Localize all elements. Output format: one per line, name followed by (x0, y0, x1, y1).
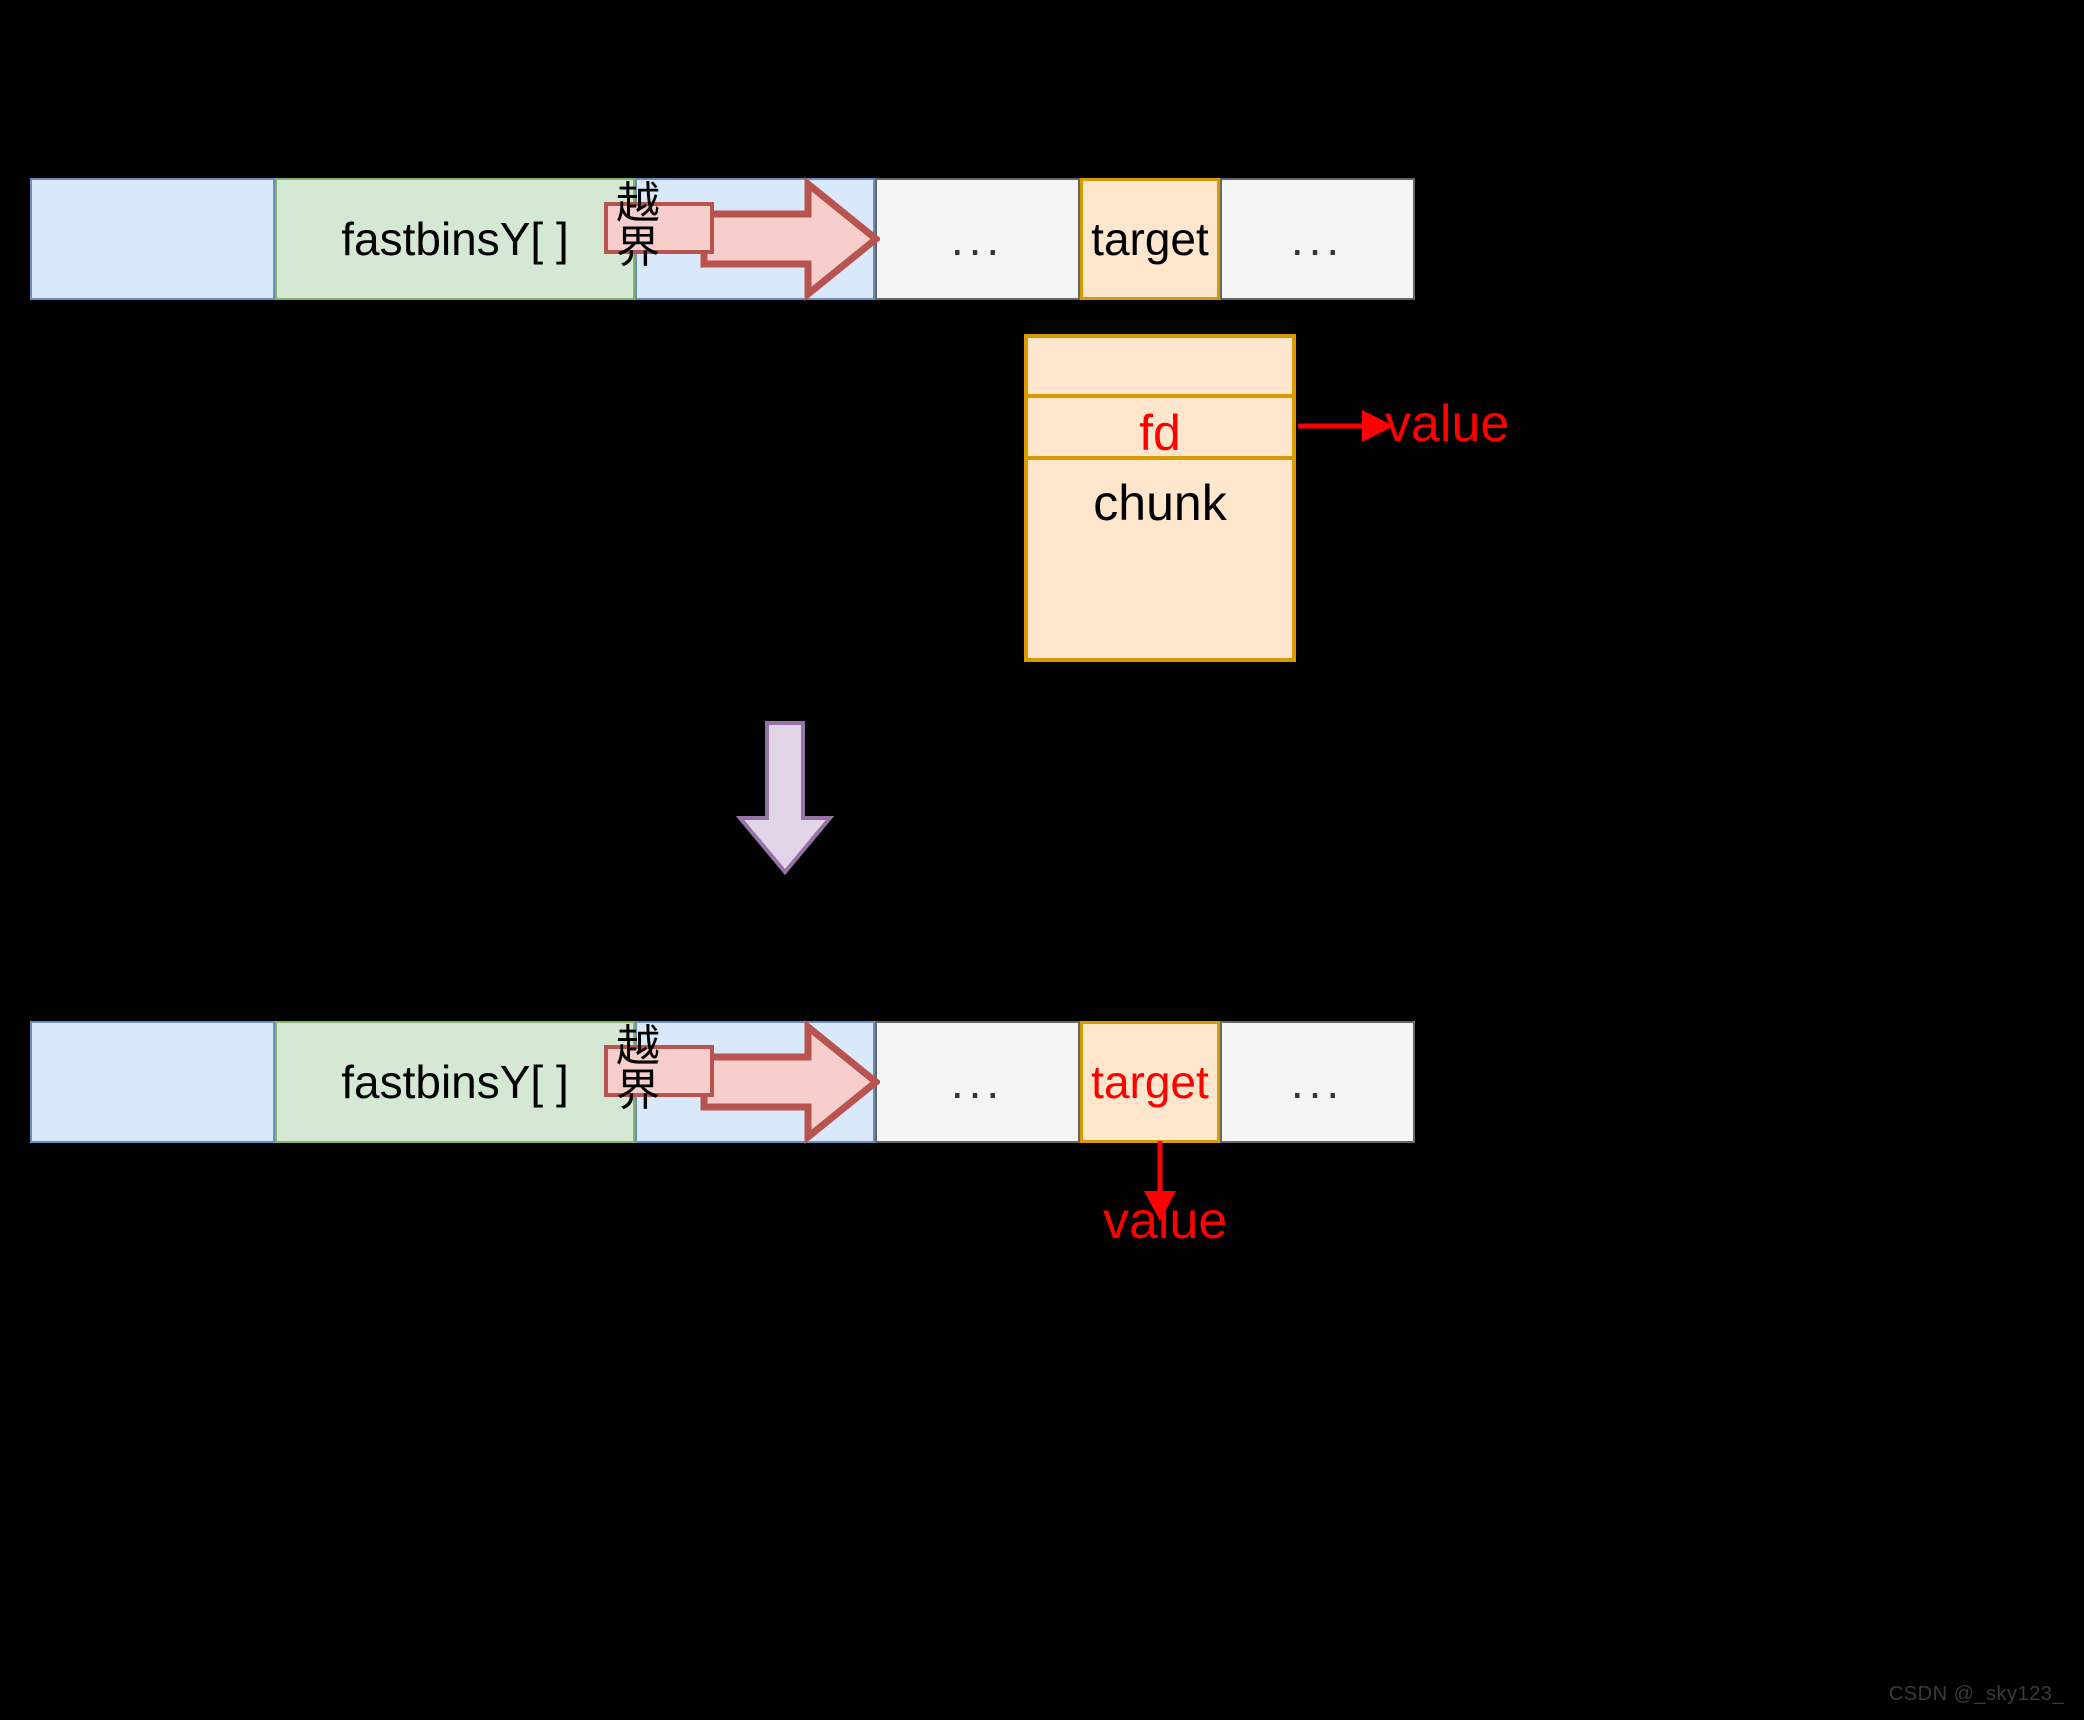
chunk-divider-1 (1028, 394, 1292, 398)
overflow-block-arrow-icon (700, 176, 882, 302)
transition-down-arrow-icon (735, 720, 835, 876)
overflow-tag-bottom: 越界 (604, 1025, 714, 1113)
fd-value-label: value (1385, 395, 1510, 453)
watermark: CSDN @_sky123_ (1888, 1683, 2064, 1705)
cell-target: target (1080, 1021, 1220, 1143)
overflow-block-arrow-icon (700, 1019, 882, 1145)
cell-gap-left-ellipsis: ... (875, 1021, 1080, 1143)
overflow-tag-label: 越界 (616, 1022, 660, 1115)
ellipsis-label: ... (1290, 1056, 1345, 1108)
ellipsis-label: ... (1290, 213, 1345, 265)
fd-to-value-arrow-icon (1296, 398, 1496, 454)
target-to-value-arrow-icon (1132, 1141, 1188, 1227)
overflow-tag-top: 越界 (604, 182, 714, 270)
memory-row-before: fastbinsY[ ] ... target ... (30, 178, 1415, 300)
ellipsis-label: ... (950, 1056, 1005, 1108)
memory-row-after: fastbinsY[ ] ... target ... (30, 1021, 1415, 1143)
cell-gap-right-ellipsis: ... (1220, 1021, 1415, 1143)
cell-fastbinsy-array: fastbinsY[ ] (275, 1021, 635, 1143)
overflow-tag-label: 越界 (616, 179, 660, 272)
target-value-label: value (1103, 1192, 1228, 1250)
chunk-divider-2 (1028, 456, 1292, 460)
chunk-box: fd chunk (1024, 334, 1296, 662)
cell-gap-right-ellipsis: ... (1220, 178, 1415, 300)
cell-gap-left-ellipsis: ... (875, 178, 1080, 300)
cell-target: target (1080, 178, 1220, 300)
chunk-fd-label: fd (1139, 405, 1181, 461)
cell-label: fastbinsY[ ] (341, 1056, 569, 1108)
cell-heap-left-blue (30, 1021, 275, 1143)
target-label: target (1091, 1056, 1209, 1108)
ellipsis-label: ... (950, 213, 1005, 265)
cell-label: fastbinsY[ ] (341, 213, 569, 265)
cell-heap-left-blue (30, 178, 275, 300)
cell-fastbinsy-array: fastbinsY[ ] (275, 178, 635, 300)
chunk-body-label: chunk (1093, 475, 1227, 531)
target-label: target (1091, 213, 1209, 265)
